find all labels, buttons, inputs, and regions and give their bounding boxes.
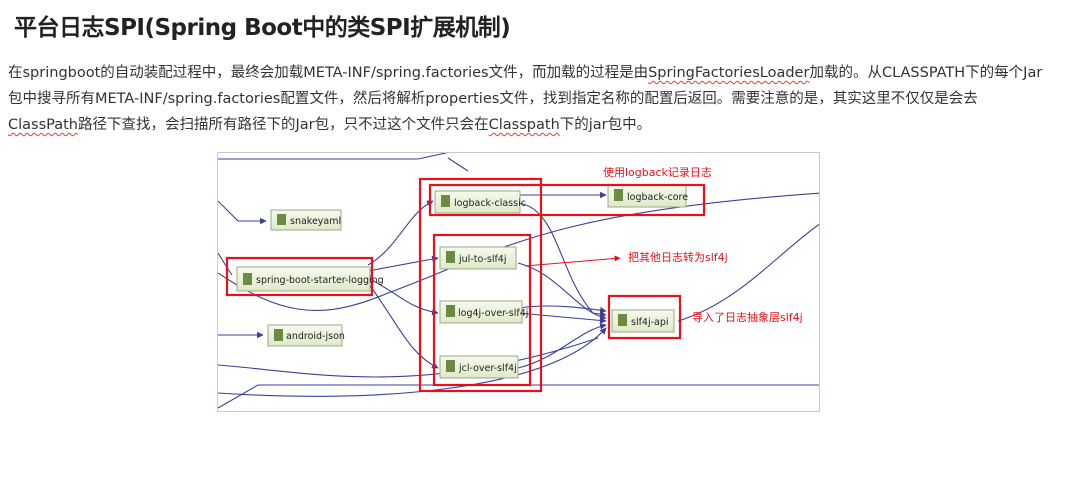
annotation-logback: 使用logback记录日志: [603, 166, 712, 179]
paragraph-line-3: ClassPath路径下查找，会扫描所有路径下的Jar包，只不过这个文件只会在C…: [8, 112, 1072, 138]
node-label: logback-core: [627, 192, 688, 203]
edge: [218, 153, 447, 160]
edge: [218, 252, 233, 276]
text-segment: 在springboot的自动装配过程中，最终会加载META-INF/spring…: [8, 65, 649, 81]
spellcheck-word: Classpath: [488, 117, 560, 133]
highlight-box-starter: [225, 256, 374, 297]
node-label: jul-to-slf4j: [458, 254, 507, 265]
edge-starter-to-logback-classic: [367, 200, 434, 266]
node-android-json: android-json: [267, 324, 345, 347]
text-segment: 路径下查找，会扫描所有路径下的Jar包，只不过这个文件只会在: [78, 117, 489, 133]
node-label: snakeyaml: [290, 216, 341, 227]
node-jul-to-slf4j: jul-to-slf4j: [439, 246, 517, 270]
node-snakeyaml: snakeyaml: [270, 209, 342, 231]
edge-starter-to-jul: [367, 255, 439, 272]
node-label: log4j-over-slf4j: [458, 308, 528, 319]
highlight-box-bridges: [432, 233, 532, 387]
paragraph-line-2: 包中搜寻所有META-INF/spring.factories配置文件，然后将解…: [8, 91, 978, 107]
spellcheck-word: ClassPath: [8, 117, 79, 133]
node-label: spring-boot-starter-logging: [256, 275, 384, 286]
node-label: logback-classic: [454, 198, 526, 209]
edge: [677, 223, 819, 322]
node-label: slf4j-api: [631, 317, 669, 328]
node-logback-core: logback-core: [607, 184, 688, 208]
edge: [218, 192, 819, 311]
edge-classic-to-api: [517, 202, 607, 318]
edge-starter-to-log4j: [367, 277, 439, 316]
edge: [218, 327, 607, 397]
edge-to-snakeyaml: [218, 200, 267, 225]
highlight-box-logback: [428, 183, 706, 217]
dependency-graph-svg: snakeyaml spring-boot-starter-logging an…: [218, 153, 819, 409]
node-slf4j-api: slf4j-api: [611, 309, 675, 333]
paragraph-line-1: 在springboot的自动装配过程中，最终会加载META-INF/spring…: [8, 60, 1072, 86]
highlight-box-slf4j-api: [607, 294, 682, 340]
dependency-diagram: snakeyaml spring-boot-starter-logging an…: [217, 152, 820, 412]
edge-log4j-to-api: [517, 312, 607, 324]
page-title: 平台日志SPI(Spring Boot中的类SPI扩展机制): [14, 15, 511, 41]
node-log4j-over-slf4j: log4j-over-slf4j: [439, 300, 528, 324]
body-paragraph: 在springboot的自动装配过程中，最终会加载META-INF/spring…: [8, 60, 1072, 138]
edge-starter-to-jcl: [367, 282, 439, 369]
text-segment: 下的jar包中。: [559, 117, 652, 133]
edge: [447, 157, 469, 172]
text-segment: 加载的。从CLASSPATH下的每个Jar: [809, 65, 1043, 81]
node-logback-classic: logback-classic: [434, 190, 526, 214]
node-label: android-json: [286, 331, 345, 342]
spellcheck-word: SpringFactoriesLoader: [648, 65, 810, 81]
edge: [218, 384, 819, 409]
node-spring-boot-starter-logging: spring-boot-starter-logging: [236, 266, 384, 292]
annotation-bridge: 把其他日志转为slf4j: [628, 250, 728, 264]
annotation-api: 导入了日志抽象层slf4j: [692, 310, 803, 324]
edge-jcl-to-api: [517, 323, 607, 369]
annotation-arrow: [524, 255, 621, 267]
highlight-box-outer: [418, 177, 543, 393]
node-jcl-over-slf4j: jcl-over-slf4j: [439, 355, 519, 379]
highlight-group: [225, 177, 706, 393]
node-label: jcl-over-slf4j: [458, 363, 517, 374]
